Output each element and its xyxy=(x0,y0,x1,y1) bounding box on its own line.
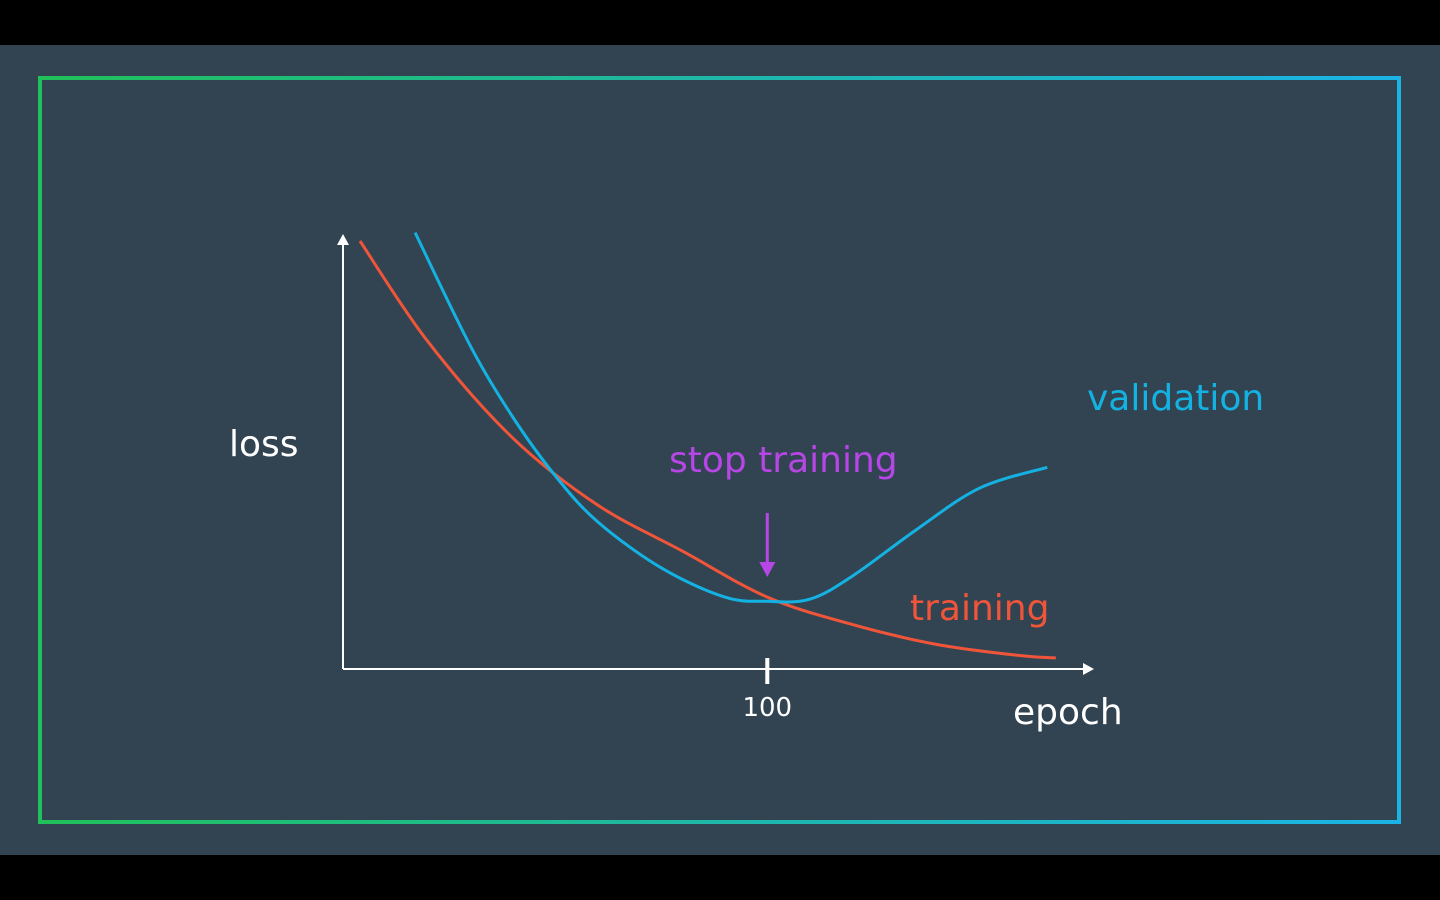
letterbox-bottom xyxy=(0,855,1440,900)
training-line xyxy=(358,240,1056,660)
training-label: training xyxy=(910,588,1049,629)
y-axis-label: loss xyxy=(229,424,299,465)
validation-line xyxy=(413,231,1048,604)
stop-training-arrowhead-icon xyxy=(759,562,776,577)
slide xyxy=(0,45,1440,855)
slide-frame xyxy=(38,76,1401,824)
y-axis-arrowhead-icon xyxy=(337,234,349,245)
x-axis-label: epoch xyxy=(1013,692,1123,733)
x-axis-arrowhead-icon xyxy=(1083,663,1094,675)
letterbox-top xyxy=(0,0,1440,45)
x-tick-label-100: 100 xyxy=(742,693,792,723)
stop-training-label: stop training xyxy=(669,440,898,481)
validation-label: validation xyxy=(1087,378,1264,419)
